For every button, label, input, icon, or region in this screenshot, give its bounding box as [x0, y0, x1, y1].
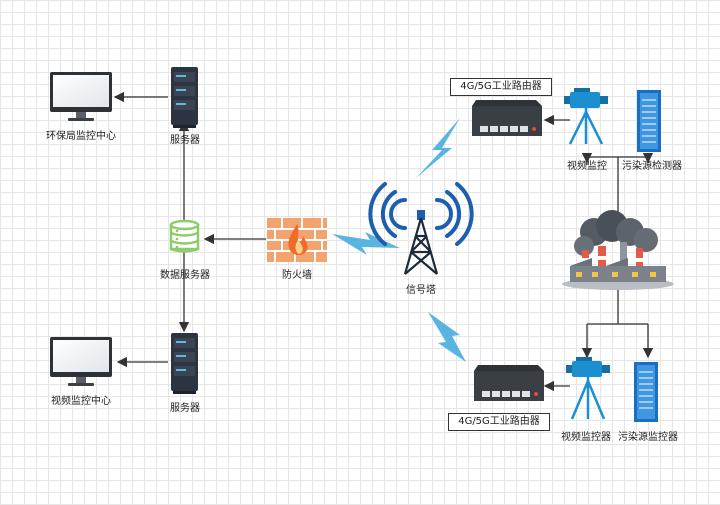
camera-icon — [564, 88, 608, 145]
router-icon — [472, 100, 542, 136]
camera-top-label: 视频监控 — [567, 161, 607, 172]
router-icon — [474, 365, 544, 401]
database-icon — [169, 219, 200, 253]
signal-tower-icon — [368, 182, 474, 275]
detector-icon — [634, 362, 658, 422]
server-icon — [171, 333, 198, 394]
server-top-label: 服务器 — [170, 135, 200, 146]
camera-icon — [566, 357, 610, 420]
connectors — [113, 91, 654, 392]
router-top-label: 4G/5G工业路由器 — [450, 78, 552, 96]
db-server-label: 数据服务器 — [160, 270, 210, 281]
server-icon — [171, 67, 198, 128]
router-bottom-label: 4G/5G工业路由器 — [448, 413, 550, 431]
detector-bottom-label: 污染源监控器 — [618, 432, 678, 443]
firewall-icon — [267, 218, 327, 262]
firewall-label: 防火墙 — [282, 270, 312, 281]
server-bottom-label: 服务器 — [170, 403, 200, 414]
env-center-label: 环保局监控中心 — [46, 131, 116, 142]
detector-top-label: 污染源检测器 — [622, 161, 682, 172]
tower-label: 信号塔 — [406, 285, 436, 296]
monitor-icon — [50, 72, 112, 121]
video-center-label: 视频监控中心 — [51, 396, 111, 407]
factory-icon — [562, 210, 674, 290]
monitor-icon — [50, 337, 112, 386]
camera-bottom-label: 视频监控器 — [561, 432, 611, 443]
detector-icon — [637, 90, 661, 152]
lightning-icon — [332, 118, 466, 362]
